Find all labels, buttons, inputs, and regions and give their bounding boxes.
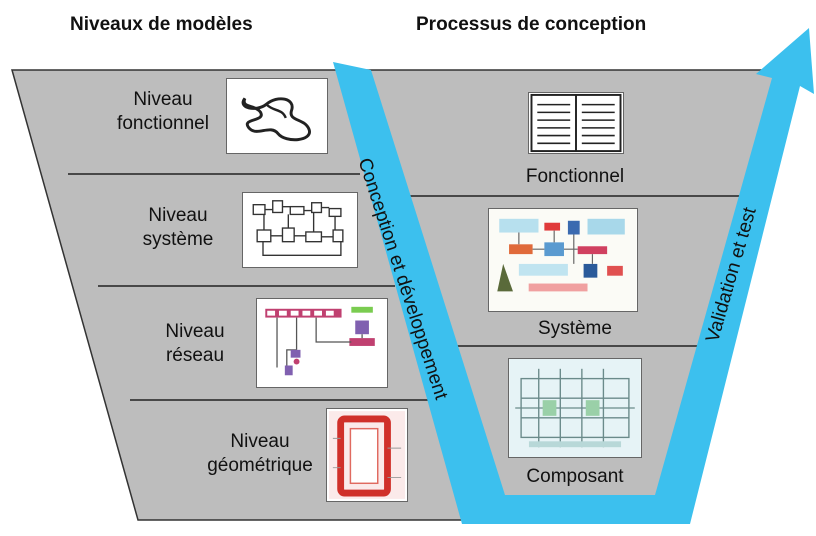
- process-component-label: Composant: [526, 466, 624, 487]
- level-network-line2: réseau: [165, 345, 225, 366]
- level-functional-line1: Niveau: [133, 89, 193, 110]
- level-functional-line2: fonctionnel: [117, 113, 209, 134]
- level-network-label: Niveau réseau: [150, 320, 240, 368]
- level-network-line1: Niveau: [165, 321, 225, 342]
- system-model-thumbnail: [242, 192, 358, 268]
- process-functional-label: Fonctionnel: [525, 166, 625, 187]
- functional-spec-thumbnail: [528, 92, 624, 154]
- process-heading: Processus de conception: [416, 14, 647, 35]
- geometric-model-thumbnail: [326, 408, 408, 502]
- component-process-thumbnail: [508, 358, 642, 458]
- level-functional-label: Niveau fonctionnel: [108, 88, 218, 136]
- level-system-label: Niveau système: [128, 204, 228, 252]
- network-model-thumbnail: [256, 298, 388, 388]
- level-system-line1: Niveau: [148, 205, 208, 226]
- level-geometric-line1: Niveau: [230, 431, 290, 452]
- level-system-line2: système: [142, 229, 214, 250]
- process-system-label: Système: [538, 318, 612, 339]
- level-geometric-line2: géométrique: [207, 455, 313, 476]
- v-arrow: [333, 28, 814, 524]
- system-process-thumbnail: [488, 208, 638, 312]
- models-heading: Niveaux de modèles: [70, 14, 253, 35]
- level-geometric-label: Niveau géométrique: [196, 430, 324, 478]
- functional-model-thumbnail: [226, 78, 328, 154]
